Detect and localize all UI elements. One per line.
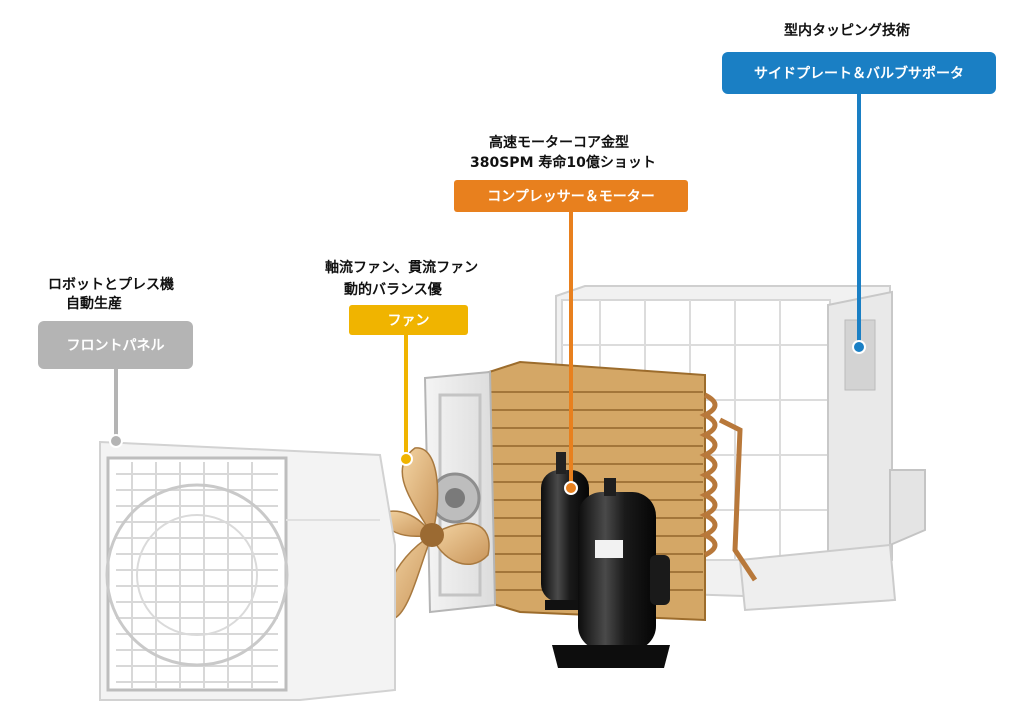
- compressor-leader-line: [569, 212, 573, 482]
- side-plate-label: サイドプレート＆バルブサポータ: [722, 52, 996, 94]
- front-panel-caption-line2: 自動生産: [66, 296, 122, 312]
- side-plate-caption-line1: 型内タッピング技術: [784, 23, 910, 39]
- front-panel-leader-line: [114, 369, 118, 441]
- rotary-compressor: [541, 452, 670, 668]
- front-panel-leader-dot: [109, 434, 123, 448]
- compressor-label: コンプレッサー＆モーター: [454, 180, 688, 212]
- compressor-leader-dot: [564, 481, 578, 495]
- compressor-caption-line1: 高速モーターコア金型: [489, 135, 629, 151]
- side-plate-leader-line: [857, 94, 861, 344]
- fan-label: ファン: [349, 305, 468, 335]
- side-plate-frame: [738, 290, 926, 612]
- fan-leader-line: [404, 335, 408, 457]
- front-grille-panel: [99, 440, 396, 701]
- front-panel-label: フロントパネル: [38, 321, 193, 369]
- fan-caption-line2: 動的バランス優: [344, 282, 442, 298]
- front-panel-caption-line1: ロボットとプレス機: [48, 277, 174, 293]
- side-plate-leader-dot: [852, 340, 866, 354]
- fan-leader-dot: [399, 452, 413, 466]
- fan-caption-line1: 軸流ファン、貫流ファン: [325, 260, 479, 276]
- compressor-caption-line2: 380SPM 寿命10億ショット: [470, 155, 656, 171]
